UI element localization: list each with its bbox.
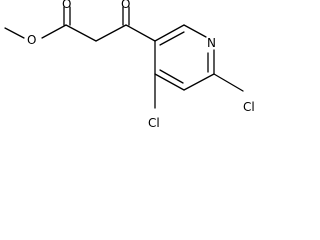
bond-c6-cl [213, 73, 244, 92]
atom-o-carbonyl-ester: O [62, 0, 71, 11]
bond-c-ch2 [65, 24, 97, 42]
bond-c5-c4 [154, 73, 185, 91]
bond-ch2-c-ketone [95, 24, 127, 42]
atom-cl-4: Cl [148, 116, 160, 130]
atom-o-ester: O [27, 33, 36, 47]
bond-c3-c2 [154, 24, 185, 42]
bond-c2-n [183, 24, 207, 38]
bond-c6-c5 [183, 73, 215, 91]
bond-ketone-ring [125, 24, 156, 42]
bond-c3-c2-inner [159, 31, 185, 46]
atom-cl-6: Cl [243, 100, 255, 114]
atom-n-ring: N [207, 36, 216, 50]
atom-o-ketone: O [121, 0, 130, 11]
bond-c5-c4-inner [159, 69, 184, 84]
bond-methyl-o [4, 27, 25, 39]
bond-o-c-ester [41, 24, 67, 39]
chemical-structure: O O O N Cl Cl [4, 0, 255, 130]
